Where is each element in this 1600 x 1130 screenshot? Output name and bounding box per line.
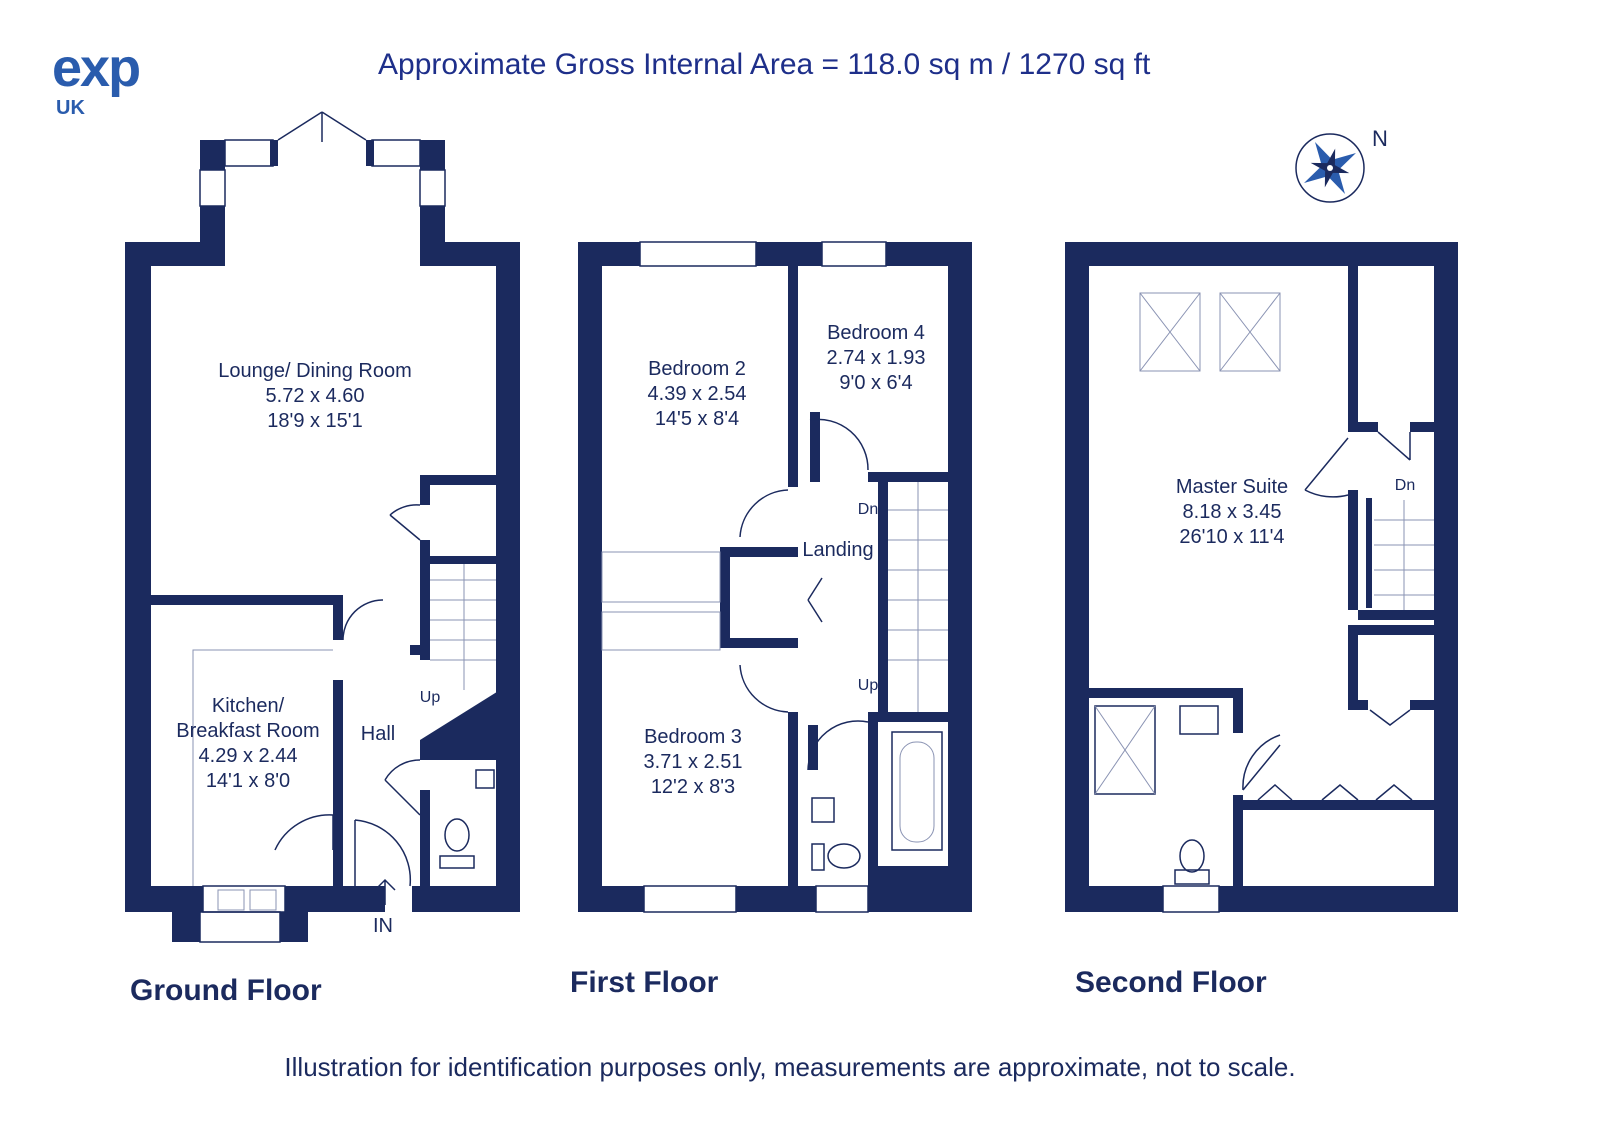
disclaimer: Illustration for identification purposes… bbox=[284, 1052, 1295, 1082]
first-stairs-down-label: Dn bbox=[858, 501, 878, 518]
second-floor-plan bbox=[1065, 242, 1458, 913]
svg-text:Bedroom 2: Bedroom 2 bbox=[648, 358, 746, 380]
svg-text:18'9 x 15'1: 18'9 x 15'1 bbox=[267, 410, 363, 432]
svg-text:Lounge/ Dining Room: Lounge/ Dining Room bbox=[218, 360, 411, 382]
ground-floor-plan bbox=[125, 111, 520, 943]
logo-brand: exp bbox=[52, 38, 139, 98]
lounge-dining-label: Lounge/ Dining Room 5.72 x 4.60 18'9 x 1… bbox=[218, 360, 411, 432]
kitchen-label: Kitchen/ Breakfast Room 4.29 x 2.44 14'1… bbox=[176, 695, 319, 792]
first-floor-plan bbox=[578, 241, 972, 913]
landing-label: Landing bbox=[802, 539, 873, 561]
svg-text:5.72 x 4.60: 5.72 x 4.60 bbox=[266, 385, 365, 407]
svg-text:4.39 x 2.54: 4.39 x 2.54 bbox=[648, 383, 747, 405]
svg-text:3.71 x 2.51: 3.71 x 2.51 bbox=[644, 751, 743, 773]
area-title: Approximate Gross Internal Area = 118.0 … bbox=[378, 48, 1151, 81]
compass-north-label: N bbox=[1372, 126, 1388, 151]
svg-text:14'1 x 8'0: 14'1 x 8'0 bbox=[206, 770, 290, 792]
compass-rose-icon bbox=[1295, 133, 1365, 203]
svg-text:Bedroom 4: Bedroom 4 bbox=[827, 322, 925, 344]
second-floor-label: Second Floor bbox=[1075, 966, 1267, 999]
svg-text:4.29 x 2.44: 4.29 x 2.44 bbox=[199, 745, 298, 767]
logo-region: UK bbox=[56, 97, 85, 119]
bedroom-2-label: Bedroom 2 4.39 x 2.54 14'5 x 8'4 bbox=[648, 358, 747, 430]
entrance-label: IN bbox=[373, 915, 393, 937]
bedroom-3-label: Bedroom 3 3.71 x 2.51 12'2 x 8'3 bbox=[644, 726, 743, 798]
svg-text:14'5 x 8'4: 14'5 x 8'4 bbox=[655, 408, 739, 430]
svg-text:26'10 x 11'4: 26'10 x 11'4 bbox=[1179, 526, 1284, 548]
exp-logo: exp UK bbox=[52, 38, 141, 119]
hall-label: Hall bbox=[361, 723, 395, 745]
first-floor-label: First Floor bbox=[570, 966, 719, 999]
master-suite-label: Master Suite 8.18 x 3.45 26'10 x 11'4 bbox=[1176, 476, 1288, 548]
bedroom-4-label: Bedroom 4 2.74 x 1.93 9'0 x 6'4 bbox=[827, 322, 926, 394]
svg-text:12'2 x 8'3: 12'2 x 8'3 bbox=[651, 776, 735, 798]
ground-floor-label: Ground Floor bbox=[130, 974, 322, 1007]
svg-text:8.18 x 3.45: 8.18 x 3.45 bbox=[1183, 501, 1282, 523]
ground-stairs-up-label: Up bbox=[420, 689, 441, 706]
second-stairs-down-label: Dn bbox=[1395, 477, 1415, 494]
svg-text:Breakfast Room: Breakfast Room bbox=[176, 720, 319, 742]
svg-text:Master Suite: Master Suite bbox=[1176, 476, 1288, 498]
svg-text:Kitchen/: Kitchen/ bbox=[212, 695, 285, 717]
svg-text:9'0 x 6'4: 9'0 x 6'4 bbox=[839, 372, 912, 394]
svg-text:Bedroom 3: Bedroom 3 bbox=[644, 726, 742, 748]
first-stairs-up-label: Up bbox=[858, 677, 879, 694]
svg-text:2.74 x 1.93: 2.74 x 1.93 bbox=[827, 347, 926, 369]
